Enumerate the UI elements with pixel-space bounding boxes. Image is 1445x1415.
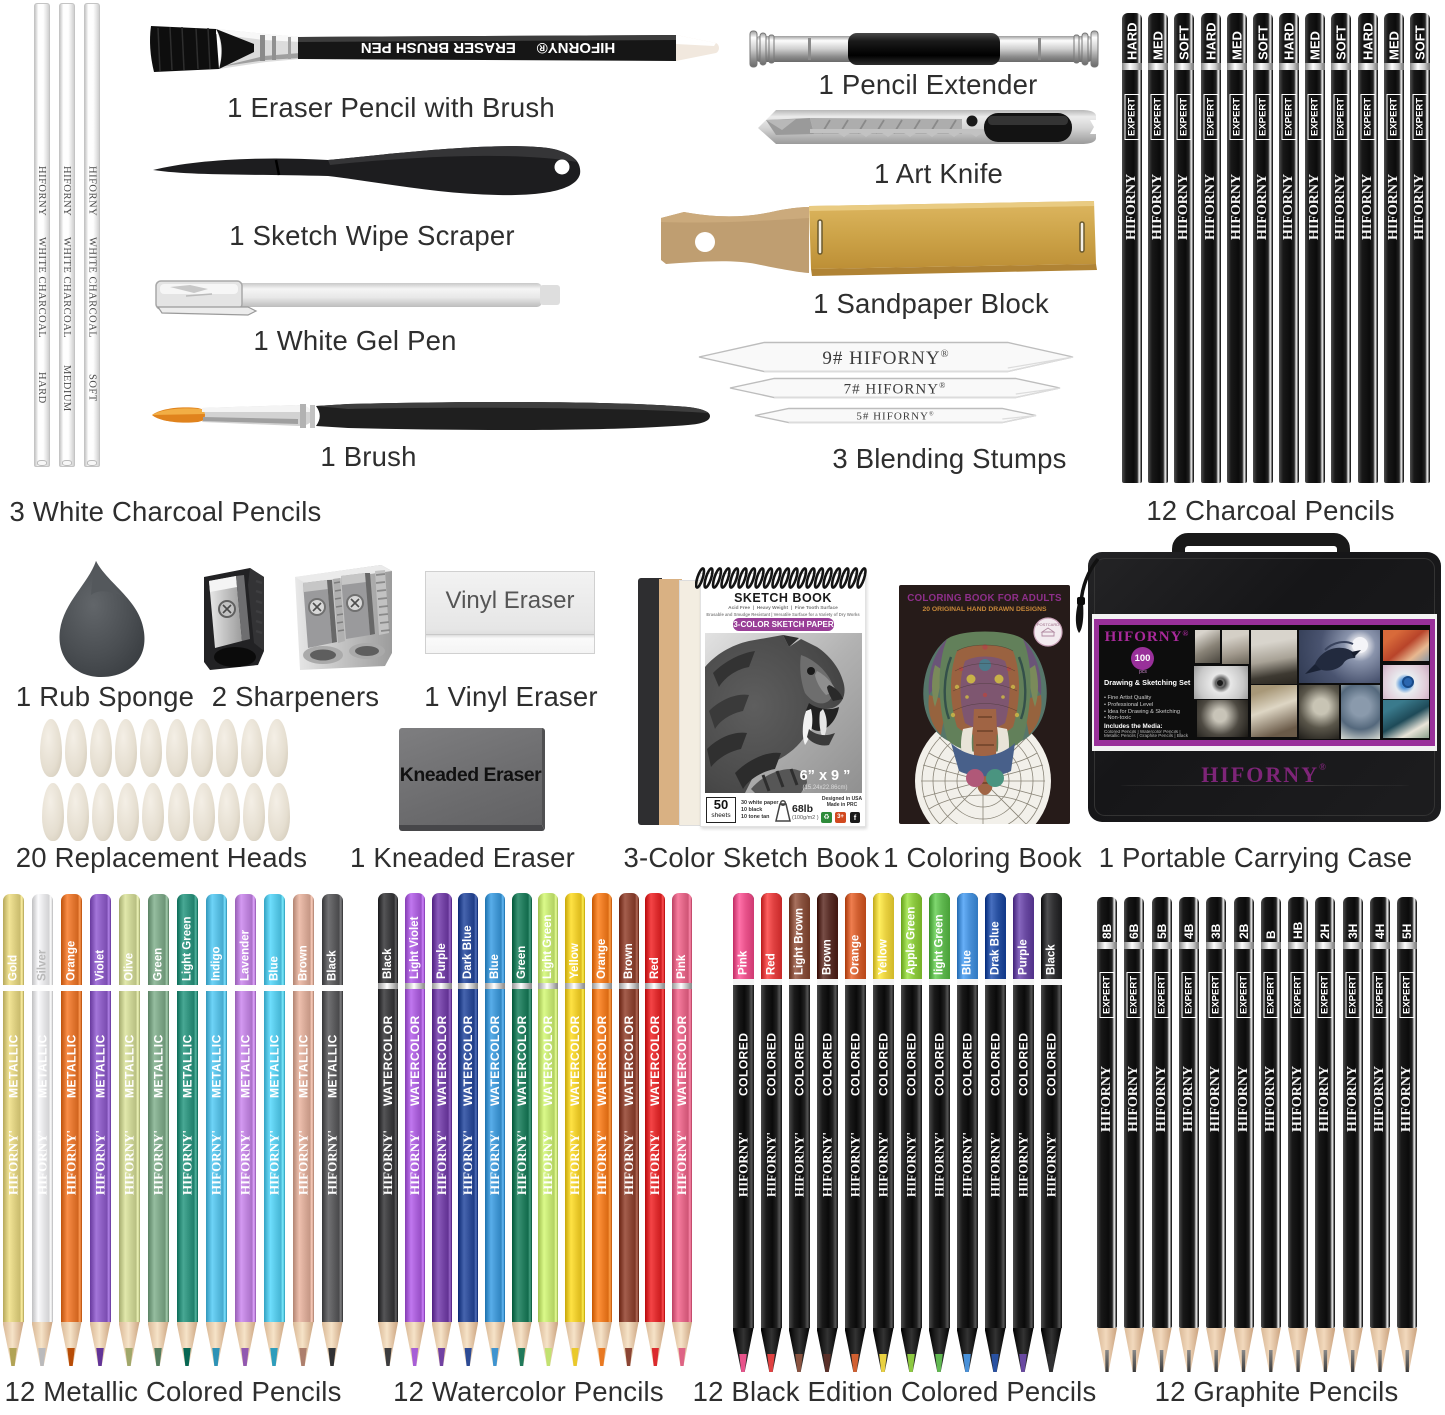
svg-text:POSTCARD: POSTCARD	[1037, 622, 1059, 627]
svg-text:5# HIFORNY®: 5# HIFORNY®	[856, 410, 934, 422]
svg-text:9# HIFORNY®: 9# HIFORNY®	[822, 348, 949, 369]
svg-text:6” x 9 ”: 6” x 9 ”	[800, 768, 851, 784]
svg-text:7# HIFORNY®: 7# HIFORNY®	[844, 381, 947, 397]
svg-text:HIFORNY® ERASER BRUSH PEN: HIFORNY® ERASER BRUSH PEN	[361, 39, 615, 56]
svg-text:(15.24x22.86cm): (15.24x22.86cm)	[802, 785, 847, 791]
